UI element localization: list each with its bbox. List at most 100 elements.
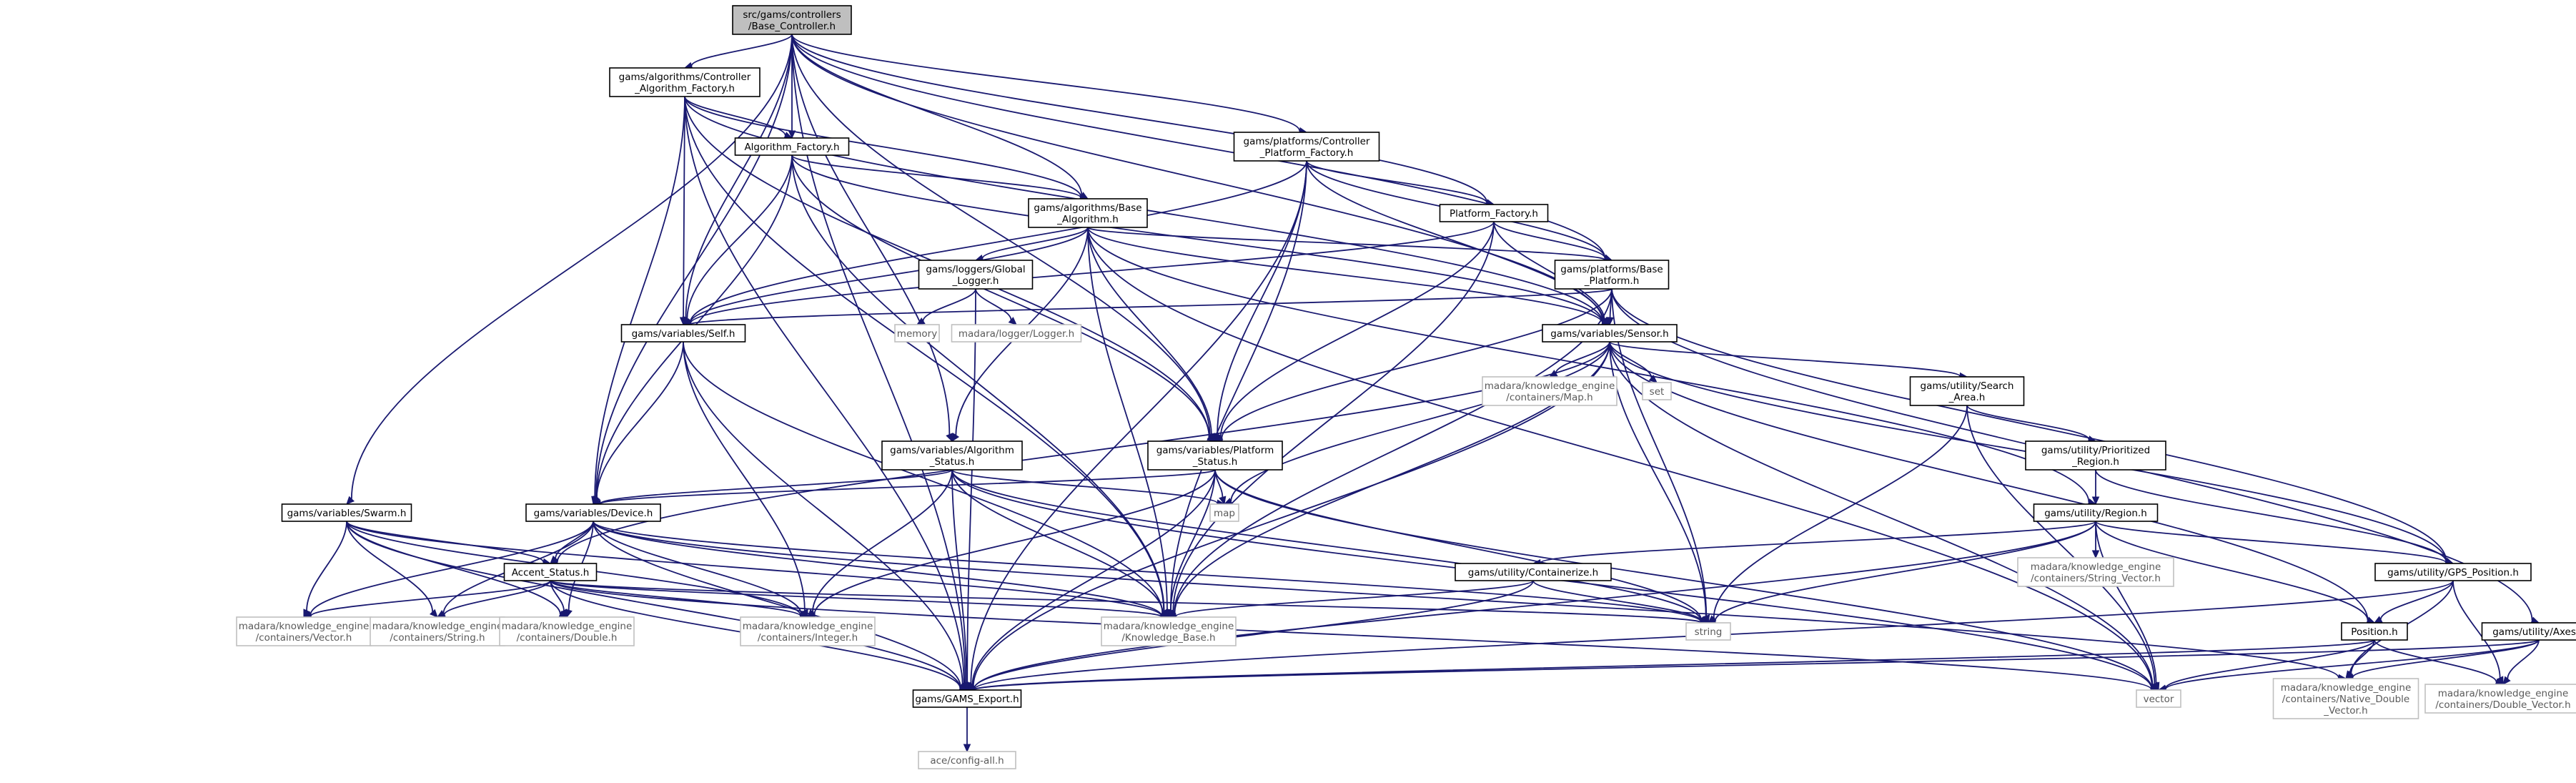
- node-logger: madara/logger/Logger.h: [951, 324, 1082, 343]
- node-label: gams/utility/Search: [1921, 380, 2014, 392]
- node-label: _Status.h: [929, 456, 975, 468]
- edge-caf-to-af: [684, 96, 793, 139]
- node-as[interactable]: gams/variables/Algorithm_Status.h: [881, 440, 1023, 471]
- node-label: /containers/Vector.h: [256, 632, 352, 644]
- node-pr[interactable]: gams/utility/Prioritized_Region.h: [2025, 440, 2166, 471]
- node-caf[interactable]: gams/algorithms/Controller_Algorithm_Fac…: [609, 67, 761, 97]
- node-box: [499, 616, 635, 646]
- node-box: [1101, 616, 1237, 646]
- node-label: /containers/Double_Vector.h: [2435, 699, 2570, 711]
- node-root[interactable]: src/gams/controllers/Base_Controller.h: [732, 5, 852, 35]
- node-region[interactable]: gams/utility/Region.h: [2033, 503, 2159, 522]
- node-cinteger: madara/knowledge_engine/containers/Integ…: [740, 616, 876, 646]
- node-label: gams/utility/Containerize.h: [1468, 567, 1598, 578]
- node-box: [1482, 376, 1618, 406]
- node-export[interactable]: gams/GAMS_Export.h: [912, 689, 1022, 708]
- node-sensor[interactable]: gams/variables/Sensor.h: [1542, 324, 1678, 343]
- node-box: [1028, 198, 1148, 228]
- node-box: [2017, 557, 2174, 587]
- node-label: gams/utility/Region.h: [2044, 508, 2147, 519]
- node-kb: madara/knowledge_engine/Knowledge_Base.h: [1101, 616, 1237, 646]
- node-cstring: madara/knowledge_engine/containers/Strin…: [370, 616, 505, 646]
- node-label: /containers/String.h: [390, 632, 485, 644]
- node-box: [732, 5, 852, 35]
- edge-as-to-device: [592, 469, 953, 508]
- edge-sensor-to-search: [1609, 341, 1968, 380]
- node-label: gams/utility/Axes.h: [2492, 626, 2576, 638]
- node-position[interactable]: Position.h: [2341, 622, 2408, 641]
- node-label: /containers/String_Vector.h: [2031, 573, 2161, 584]
- node-search[interactable]: gams/utility/Search_Area.h: [1909, 376, 2025, 406]
- node-containerize[interactable]: gams/utility/Containerize.h: [1455, 563, 1612, 581]
- node-box: [1909, 376, 2025, 406]
- node-ps[interactable]: gams/variables/Platform_Status.h: [1147, 440, 1283, 471]
- node-label: vector: [2144, 694, 2174, 705]
- node-accent[interactable]: Accent_Status.h: [503, 563, 598, 581]
- edge-caf-to-device: [591, 96, 685, 506]
- edge-pf-to-bp: [1493, 221, 1613, 262]
- edge-ba-to-bp: [1087, 227, 1613, 264]
- edge-root-to-bp: [791, 34, 1613, 262]
- node-label: _Platform.h: [1584, 275, 1640, 287]
- node-label: string: [1695, 626, 1723, 638]
- node-box: [881, 440, 1023, 471]
- node-pf[interactable]: Platform_Factory.h: [1439, 204, 1549, 222]
- node-label: /containers/Double.h: [517, 632, 618, 644]
- node-box: [1685, 622, 1731, 641]
- edge-search-to-string: [1708, 405, 1968, 624]
- node-box: [2025, 440, 2166, 471]
- node-box: [1642, 382, 1672, 400]
- node-label: /containers/Map.h: [1506, 392, 1592, 403]
- node-label: _Logger.h: [952, 275, 999, 287]
- node-label: madara/knowledge_engine: [1485, 380, 1615, 392]
- node-label: gams/algorithms/Controller: [619, 72, 751, 83]
- node-axes[interactable]: gams/utility/Axes.h: [2481, 622, 2576, 641]
- node-label: gams/variables/Swarm.h: [287, 508, 407, 519]
- edge-export-to-ace: [963, 706, 971, 753]
- node-label: gams/variables/Platform: [1156, 445, 1274, 456]
- node-gl[interactable]: gams/loggers/Global_Logger.h: [918, 260, 1034, 290]
- edge-root-to-export: [791, 34, 969, 691]
- edge-root-to-ps: [791, 34, 1216, 442]
- node-box: [1455, 563, 1612, 581]
- node-box: [894, 324, 940, 343]
- node-box: [1233, 132, 1380, 162]
- node-ba[interactable]: gams/algorithms/Base_Algorithm.h: [1028, 198, 1148, 228]
- node-ndv: madara/knowledge_engine/containers/Nativ…: [2272, 678, 2419, 719]
- node-box: [1554, 260, 1670, 290]
- node-gps[interactable]: gams/utility/GPS_Position.h: [2374, 563, 2532, 581]
- node-label: /containers/Integer.h: [758, 632, 858, 644]
- node-device[interactable]: gams/variables/Device.h: [525, 503, 661, 522]
- node-box: [1209, 503, 1239, 522]
- node-box: [1542, 324, 1678, 343]
- node-label: map: [1214, 508, 1235, 519]
- node-bp[interactable]: gams/platforms/Base_Platform.h: [1554, 260, 1670, 290]
- node-label: ace/config-all.h: [930, 755, 1004, 767]
- edge-ba-to-ps: [1087, 227, 1216, 443]
- node-box: [734, 137, 850, 156]
- edge-gl-to-memory: [916, 288, 976, 325]
- node-box: [503, 563, 598, 581]
- node-label: _Region.h: [2071, 456, 2119, 468]
- edge-ps-to-device: [592, 469, 1216, 508]
- edge-layer: [302, 34, 2540, 753]
- node-label: gams/loggers/Global: [926, 264, 1025, 275]
- node-label: madara/knowledge_engine: [743, 621, 873, 632]
- edge-region-to-vector: [2095, 521, 2160, 691]
- node-swarm[interactable]: gams/variables/Swarm.h: [281, 503, 412, 522]
- edge-axes-to-ndv: [2344, 639, 2540, 681]
- edge-ba-to-kb: [1087, 227, 1171, 619]
- node-cvector: madara/knowledge_engine/containers/Vecto…: [236, 616, 372, 646]
- node-af[interactable]: Algorithm_Factory.h: [734, 137, 850, 156]
- edge-swarm-to-cvector: [303, 521, 347, 619]
- node-self[interactable]: gams/variables/Self.h: [620, 324, 746, 343]
- node-label: /Knowledge_Base.h: [1121, 632, 1215, 644]
- edge-axes-to-cdv: [2502, 639, 2540, 685]
- node-label: /Base_Controller.h: [748, 21, 836, 32]
- edge-root-to-caf: [683, 34, 793, 69]
- node-label: madara/knowledge_engine: [2281, 682, 2412, 694]
- edge-gl-to-logger: [975, 288, 1017, 325]
- node-label: madara/knowledge_engine: [2438, 688, 2569, 699]
- node-cpf[interactable]: gams/platforms/Controller_Platform_Facto…: [1233, 132, 1380, 162]
- node-label: gams/variables/Algorithm: [890, 445, 1014, 456]
